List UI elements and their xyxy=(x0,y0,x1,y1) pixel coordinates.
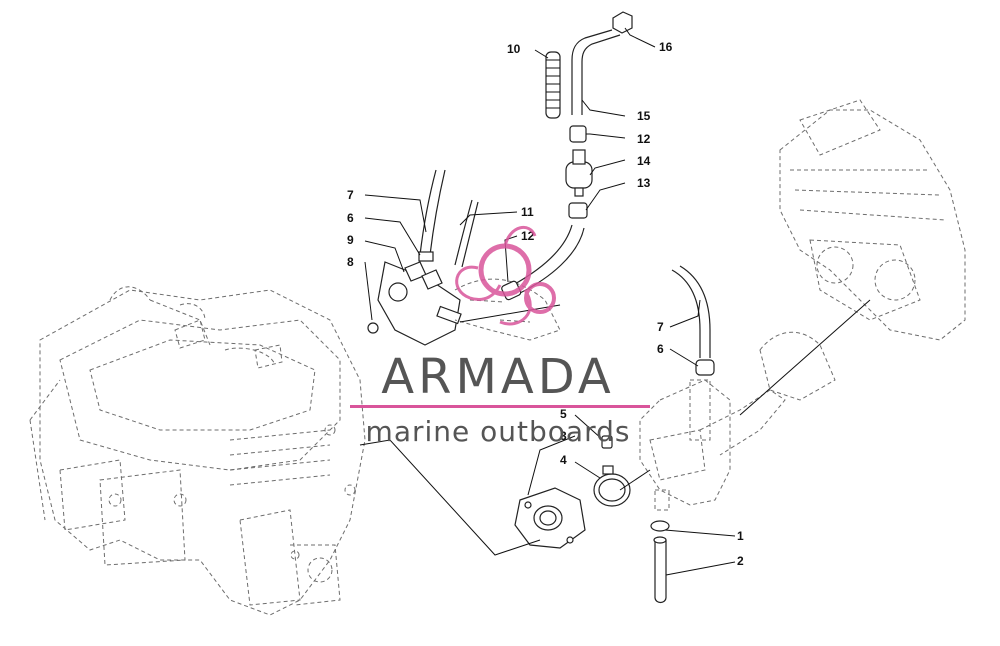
fuel-line-stack xyxy=(501,11,633,301)
callout-12-left: 12 xyxy=(521,229,535,243)
callout-labels: 1 2 3 4 5 6 6 7 7 8 9 10 11 12 12 13 14 … xyxy=(347,40,744,568)
leader-lines xyxy=(364,27,736,576)
brand-tagline: marine outboards xyxy=(366,415,631,448)
fuel-pump xyxy=(367,261,561,346)
assembly-line-carb xyxy=(619,469,651,491)
hose-7-upper-b xyxy=(419,169,437,256)
assembly-line-pump xyxy=(459,304,561,323)
air-filter-housing xyxy=(779,99,966,341)
hose-7-upper xyxy=(429,169,446,256)
assembly-line-air xyxy=(739,299,871,416)
callout-9: 9 xyxy=(347,233,354,247)
callout-14: 14 xyxy=(637,154,651,168)
drain-hose-2-bottom xyxy=(654,597,667,604)
clip-6-upper xyxy=(418,251,434,262)
brand-divider xyxy=(350,405,650,408)
callout-6-right: 6 xyxy=(657,342,664,356)
clamp-6-right xyxy=(695,359,715,376)
callout-7-left: 7 xyxy=(347,188,354,202)
callout-15: 15 xyxy=(637,109,651,123)
callout-13: 13 xyxy=(637,176,651,190)
callout-11: 11 xyxy=(521,205,534,219)
clamp-12-upper xyxy=(569,125,587,143)
callout-16: 16 xyxy=(659,40,673,54)
hose-7-right xyxy=(671,265,711,358)
callout-1: 1 xyxy=(737,529,744,543)
fitting-5 xyxy=(601,435,613,449)
carburetor xyxy=(639,331,836,511)
callout-6-left: 6 xyxy=(347,211,354,225)
callout-2: 2 xyxy=(737,554,744,568)
clamp-12-lower xyxy=(568,202,588,219)
callout-3: 3 xyxy=(560,429,567,443)
hose-11 xyxy=(454,199,479,268)
spring-clip-1 xyxy=(650,520,670,532)
intake-flange-3 xyxy=(514,487,586,549)
callout-7-right: 7 xyxy=(657,320,664,334)
drain-hose-2-end xyxy=(653,536,667,544)
assembly-line-flange xyxy=(359,439,541,556)
fuel-filter-14 xyxy=(565,149,593,197)
callout-4: 4 xyxy=(560,453,567,467)
callout-12-upper: 12 xyxy=(637,132,651,146)
callout-5: 5 xyxy=(560,407,567,421)
cap-16 xyxy=(612,11,633,34)
drain-hose-2 xyxy=(654,540,667,598)
spring-10 xyxy=(545,51,561,119)
hose-clamp-4 xyxy=(593,465,631,507)
callout-8: 8 xyxy=(347,255,354,269)
callout-10: 10 xyxy=(507,42,521,56)
armada-logo-emblem xyxy=(455,225,556,326)
armada-watermark: ARMADA marine outboards xyxy=(350,225,650,448)
hose-15 xyxy=(571,29,621,115)
brand-name: ARMADA xyxy=(381,349,614,405)
engine-block xyxy=(29,286,366,616)
